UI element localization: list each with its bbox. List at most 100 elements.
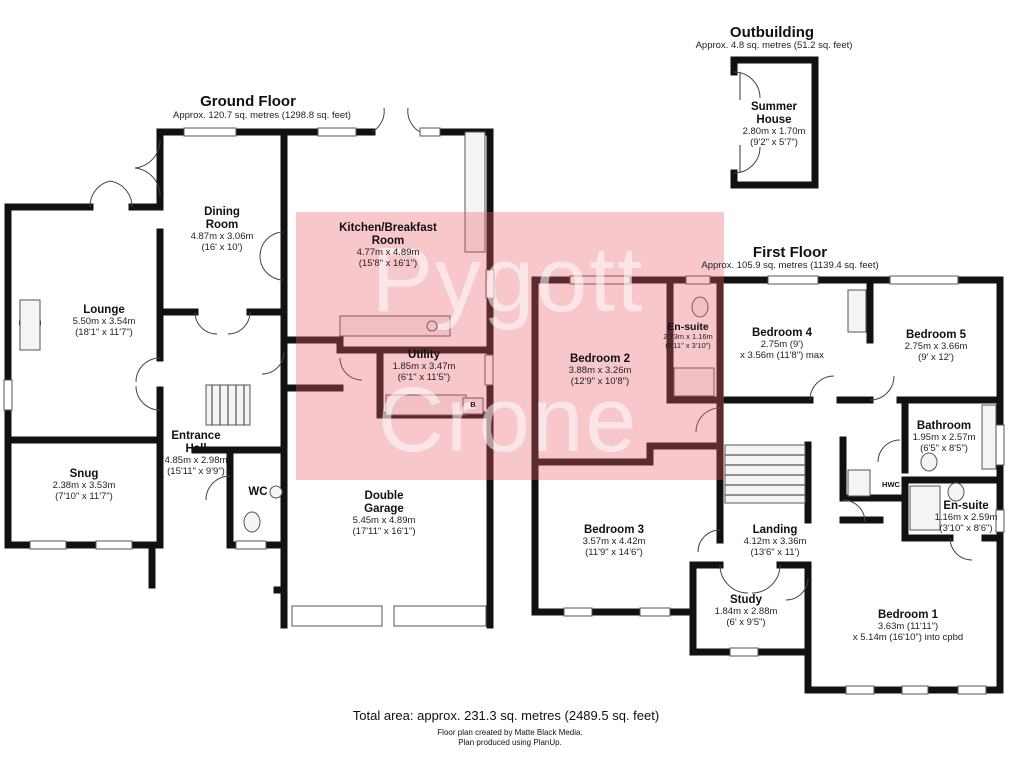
room-study: Study 1.84m x 2.88m (6' x 9'5") [715,594,778,629]
room-dimensions-imperial: x 5.14m (16'10") into cpbd [852,632,964,644]
room-name: Double [364,490,404,502]
room-dimensions-metric: 2.75m (9') [760,339,804,351]
room-name: Study [730,594,762,606]
room-dimensions-imperial: (6' x 9'5") [726,617,766,629]
room-name: House [756,114,792,127]
agency-watermark [296,212,724,480]
room-name: Kitchen/Breakfast [339,222,437,234]
watermark-text-line2: Crone [377,369,639,471]
first-floor-doors [695,375,973,601]
room-name: Garage [364,503,404,516]
room-dimensions-metric: 5.45m x 4.89m [352,515,416,527]
room-summer-house: Summer House 2.80m x 1.70m (9'2" x 5'7") [743,101,806,149]
room-utility: Utility 1.85m x 3.47m (6'1" x 11'5") [393,349,456,384]
room-ensuite-1: En-suite 2.73m x 1.16m (8'11" x 3'10") [663,321,713,350]
room-dimensions-imperial: (13'6" x 11') [750,547,800,559]
room-dimensions-metric: 4.87m x 3.06m [190,231,254,243]
first-floor-windows [563,275,1005,695]
room-dimensions-imperial: (16' x 10') [201,242,243,254]
outbuilding-walls [730,56,819,189]
room-name: Bedroom 1 [877,609,939,621]
ground-floor-fixtures [19,131,486,533]
outbuilding-area: Approx. 4.8 sq. metres (51.2 sq. feet) [695,40,853,51]
boiler-label: B [470,400,476,409]
room-dimensions-metric: 4.77m x 4.89m [356,247,420,259]
room-dimensions-metric: 1.84m x 2.88m [714,606,778,618]
room-snug: Snug 2.38m x 3.53m (7'10" x 11'7") [53,468,116,503]
room-double-garage: Double Garage 5.45m x 4.89m (17'11" x 16… [352,490,415,538]
outbuilding-title: Outbuilding [729,24,815,41]
room-dimensions-metric: 1.95m x 2.57m [912,432,976,444]
room-dimensions-metric: 2.80m x 1.70m [742,126,806,138]
room-dimensions-metric: 3.88m x 3.26m [568,365,632,377]
room-bedroom-4: Bedroom 4 2.75m (9') x 3.56m (11'8") max [740,327,824,362]
room-dimensions-imperial: (9' x 12') [918,352,954,364]
room-wc: WC [248,486,268,498]
room-ensuite-2: En-suite 1.16m x 2.59m (3'10" x 8'6") [935,500,998,535]
room-lounge: Lounge 5.50m x 3.54m (18'1" x 11'7") [73,304,136,339]
room-name: Room [371,235,405,248]
room-name: Landing [752,524,798,536]
room-dimensions-imperial: (15'8" x 16'1") [358,258,418,270]
room-name: Bedroom 2 [569,353,631,365]
room-dimensions-imperial: x 3.56m (11'8") max [740,350,824,362]
room-dimensions-imperial: (17'11" x 16'1") [352,526,416,538]
room-bathroom: Bathroom 1.95m x 2.57m (6'5" x 8'5") [913,420,976,455]
room-dimensions-imperial: (8'11" x 3'10") [665,340,711,350]
room-bedroom-2: Bedroom 2 3.88m x 3.26m (12'9" x 10'8") [569,353,632,388]
room-dimensions-imperial: (12'9" x 10'8") [570,376,630,388]
room-entrance-hall: Entrance Hall 4.85m x 2.98m (15'11" x 9'… [165,430,228,478]
room-dimensions-metric: 3.57m x 4.42m [582,536,646,548]
room-landing: Landing 4.12m x 3.36m (13'6" x 11') [744,524,807,559]
room-dimensions-metric: 4.85m x 2.98m [164,455,228,467]
room-name: En-suite [667,321,709,333]
room-dimensions-imperial: (7'10" x 11'7") [55,491,113,503]
room-name: Lounge [83,304,125,316]
room-dining: Dining Room 4.87m x 3.06m (16' x 10') [191,206,254,254]
room-name: Bathroom [916,420,972,432]
room-bedroom-3: Bedroom 3 3.57m x 4.42m (11'9" x 14'6") [583,524,646,559]
room-name: Hall [185,443,207,456]
ground-floor-doors [89,107,421,501]
room-name: Snug [69,468,99,480]
room-dimensions-imperial: (6'5" x 8'5") [920,443,968,455]
ground-floor-title: Ground Floor [200,93,296,110]
room-name: Bedroom 3 [583,524,645,536]
room-dimensions-metric: 2.38m x 3.53m [52,480,116,492]
room-dimensions-imperial: (6'1" x 11'5") [397,372,451,384]
total-area: Total area: approx. 231.3 sq. metres (24… [352,708,660,723]
room-dimensions-metric: 2.73m x 1.16m [663,332,713,342]
ground-floor-area: Approx. 120.7 sq. metres (1298.8 sq. fee… [173,110,351,121]
room-dimensions-imperial: (18'1" x 11'7") [75,327,133,339]
credit-line-1: Floor plan created by Matte Black Media. [437,728,583,737]
room-dimensions-imperial: (9'2" x 5'7") [750,137,798,149]
first-floor-title: First Floor [752,244,828,261]
room-bedroom-1: Bedroom 1 3.63m (11'11") x 5.14m (16'10"… [853,609,963,644]
room-dimensions-metric: 3.63m (11'11") [877,621,939,633]
room-dimensions-metric: 2.75m x 3.66m [904,341,968,353]
room-name: Entrance [171,430,221,442]
ground-floor-windows [3,127,495,627]
room-dimensions-metric: 4.12m x 3.36m [743,536,807,548]
room-name: Summer [750,101,798,113]
room-dimensions-imperial: (11'9" x 14'6") [585,547,643,559]
room-dimensions-imperial: (3'10" x 8'6") [939,523,993,535]
room-dimensions-imperial: (15'11" x 9'9") [167,466,225,478]
credit-line-2: Plan produced using PlanUp. [458,738,562,747]
room-dimensions-metric: 1.85m x 3.47m [392,361,456,373]
room-bedroom-5: Bedroom 5 2.75m x 3.66m (9' x 12') [905,329,968,364]
first-floor-fixtures [673,289,997,531]
room-dimensions-metric: 5.50m x 3.54m [72,316,136,328]
room-name: Bedroom 4 [751,327,813,339]
room-name: Dining [204,206,240,218]
hot-water-cylinder-label: HWC [882,480,900,489]
room-name: En-suite [943,500,989,512]
room-name: Room [205,219,239,232]
first-floor-area: Approx. 105.9 sq. metres (1139.4 sq. fee… [701,260,879,271]
room-name: Utility [408,349,440,361]
room-kitchen: Kitchen/Breakfast Room 4.77m x 4.89m (15… [339,222,437,270]
room-name: Bedroom 5 [905,329,967,341]
room-dimensions-metric: 1.16m x 2.59m [934,512,998,524]
watermark-text-line1: Pygott [371,229,645,331]
